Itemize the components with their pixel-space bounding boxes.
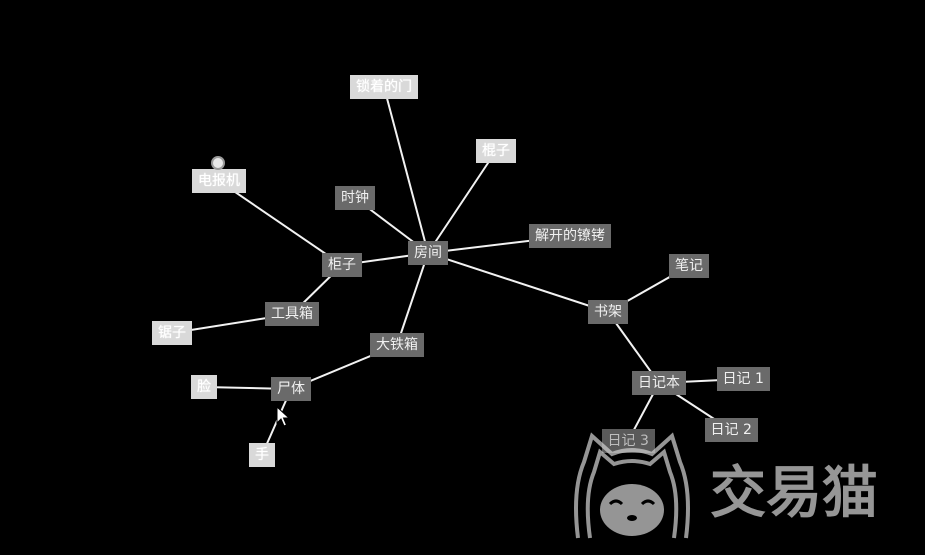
mouse-cursor-icon xyxy=(276,406,290,427)
node-label: 工具箱 xyxy=(271,306,313,322)
edge-room-iron_box xyxy=(396,252,429,346)
node-diary3[interactable]: 日记 3 xyxy=(601,429,655,453)
node-diary2[interactable]: 日记 2 xyxy=(704,418,758,442)
node-hand[interactable]: 手 xyxy=(249,443,275,467)
node-telegraph[interactable]: 电报机 xyxy=(192,169,246,193)
node-label: 解开的镣铐 xyxy=(535,228,605,244)
edge-cabinet-telegraph xyxy=(218,180,343,266)
node-label: 电报机 xyxy=(198,173,240,189)
selection-marker-icon xyxy=(211,156,225,170)
node-label: 尸体 xyxy=(277,381,305,397)
node-face[interactable]: 脸 xyxy=(191,375,217,399)
node-untied-chain[interactable]: 解开的镣铐 xyxy=(529,224,611,248)
node-label: 日记 2 xyxy=(710,422,752,438)
node-label: 锯子 xyxy=(158,325,186,341)
node-label: 日记本 xyxy=(638,375,680,391)
node-label: 日记 3 xyxy=(607,433,649,449)
node-notes[interactable]: 笔记 xyxy=(669,254,709,278)
watermark-text: 交易猫 xyxy=(710,461,878,526)
node-iron-box[interactable]: 大铁箱 xyxy=(370,333,424,357)
node-label: 笔记 xyxy=(675,258,703,274)
edge-room-stick xyxy=(427,150,497,254)
cat-logo-icon xyxy=(574,432,690,539)
node-label: 棍子 xyxy=(482,143,510,159)
node-label: 日记 1 xyxy=(722,371,764,387)
node-clock[interactable]: 时钟 xyxy=(335,186,375,210)
node-room[interactable]: 房间 xyxy=(408,241,448,265)
node-label: 锁着的门 xyxy=(356,79,412,95)
node-label: 房间 xyxy=(414,245,442,261)
node-cabinet[interactable]: 柜子 xyxy=(322,253,362,277)
node-label: 书架 xyxy=(594,304,622,320)
node-label: 脸 xyxy=(197,379,211,395)
node-bookshelf[interactable]: 书架 xyxy=(588,300,628,324)
node-label: 时钟 xyxy=(341,190,369,206)
edge-room-locked_door xyxy=(383,86,429,254)
node-stick[interactable]: 棍子 xyxy=(476,139,516,163)
watermark: 交易猫 xyxy=(574,432,878,539)
node-diary-book[interactable]: 日记本 xyxy=(632,371,686,395)
edge-room-bookshelf xyxy=(427,252,609,313)
node-label: 大铁箱 xyxy=(376,337,418,353)
node-diary1[interactable]: 日记 1 xyxy=(716,367,770,391)
node-saw[interactable]: 锯子 xyxy=(152,321,192,345)
node-toolbox[interactable]: 工具箱 xyxy=(265,302,319,326)
node-corpse[interactable]: 尸体 xyxy=(271,377,311,401)
node-label: 手 xyxy=(255,447,269,463)
node-locked-door[interactable]: 锁着的门 xyxy=(350,75,418,99)
node-label: 柜子 xyxy=(328,257,356,273)
